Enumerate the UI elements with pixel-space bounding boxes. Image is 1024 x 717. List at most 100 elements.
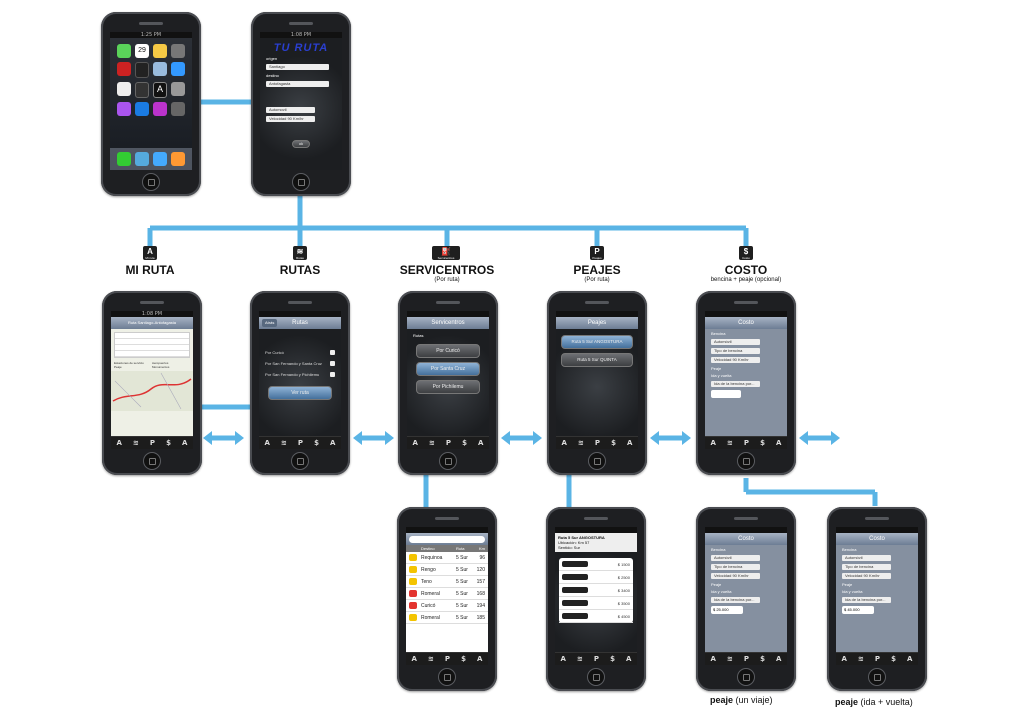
clock-icon[interactable] [117, 82, 131, 96]
tab-mi-ruta[interactable]: A [710, 655, 716, 663]
tab-more[interactable]: A [627, 439, 633, 447]
route-option-2[interactable]: Por San Fernando y Santa Cruz [259, 358, 341, 369]
tab-costo[interactable]: $ [760, 655, 765, 663]
fuel-price-select[interactable]: Ida de la bencina por... [711, 597, 760, 603]
phone-icon[interactable] [117, 152, 131, 166]
ver-ruta-button[interactable]: Ver ruta [268, 386, 332, 400]
vehicle-select[interactable]: Automóvil [711, 339, 760, 345]
tab-more[interactable]: A [776, 439, 782, 447]
tab-mi-ruta[interactable]: A [841, 655, 847, 663]
tab-more[interactable]: A [478, 439, 484, 447]
home-button[interactable] [291, 452, 309, 470]
tab-peajes[interactable]: P [445, 439, 452, 447]
tab-rutas[interactable]: ≋ [428, 439, 435, 447]
calendar-icon[interactable]: 29 [135, 44, 149, 58]
home-button[interactable] [142, 173, 160, 191]
tab-more[interactable]: A [182, 439, 188, 447]
ok-button[interactable]: ok [292, 140, 310, 148]
home-button[interactable] [292, 173, 310, 191]
youtube-icon[interactable] [117, 62, 131, 76]
fuel-price-select[interactable]: Ida de la bencina por... [711, 381, 760, 387]
tab-mi-ruta[interactable]: A [710, 439, 716, 447]
tab-rutas[interactable]: ≋ [576, 655, 583, 663]
itunes-store-icon[interactable] [153, 102, 167, 116]
camera-icon[interactable] [171, 44, 185, 58]
speed-select[interactable]: Velocidad 90 Km/hr [711, 573, 760, 579]
por-curico-button[interactable]: Por Curicó [416, 344, 480, 358]
photos-icon[interactable] [153, 44, 167, 58]
speed-select[interactable]: Velocidad 90 Km/hr [711, 357, 760, 363]
calculator-icon[interactable] [135, 82, 149, 98]
fuel-price-select[interactable]: Ida de la bencina por... [842, 597, 891, 603]
tab-rutas[interactable]: ≋ [280, 439, 287, 447]
tab-mi-ruta[interactable]: A [412, 439, 418, 447]
tab-more[interactable]: A [907, 655, 913, 663]
tab-costo[interactable]: $ [610, 655, 615, 663]
settings-icon[interactable] [171, 82, 185, 96]
tab-peajes[interactable]: P [593, 655, 600, 663]
tab-peajes[interactable]: P [149, 439, 156, 447]
tab-rutas[interactable]: ≋ [726, 439, 733, 447]
maps-icon[interactable] [153, 62, 167, 76]
tab-mi-ruta[interactable]: A [560, 655, 566, 663]
itunes-icon[interactable] [117, 102, 131, 116]
home-button[interactable] [587, 668, 605, 686]
tab-rutas[interactable]: ≋ [726, 655, 733, 663]
vehicle-select[interactable]: Automóvil [842, 555, 891, 561]
search-input[interactable] [409, 535, 485, 543]
safari-icon[interactable] [153, 152, 167, 166]
home-button[interactable] [143, 452, 161, 470]
tab-costo[interactable]: $ [461, 655, 466, 663]
home-button[interactable] [868, 668, 886, 686]
home-button[interactable] [588, 452, 606, 470]
ipod-icon[interactable] [171, 152, 185, 166]
speed-select[interactable]: Velocidad 90 Km/hr [266, 116, 315, 122]
tab-peajes[interactable]: P [444, 655, 451, 663]
quinta-button[interactable]: Ruta 5 Sur QUINTA [561, 353, 633, 367]
back-button[interactable]: Atrás [262, 319, 278, 327]
home-button[interactable] [439, 452, 457, 470]
tab-peajes[interactable]: P [594, 439, 601, 447]
home-button[interactable] [438, 668, 456, 686]
tab-peajes[interactable]: P [874, 655, 881, 663]
tab-more[interactable]: A [330, 439, 336, 447]
stocks-icon[interactable] [135, 62, 149, 78]
tab-peajes[interactable]: P [743, 439, 750, 447]
text-icon[interactable] [117, 44, 131, 58]
por-pichilemu-button[interactable]: Por Pichilemu [416, 380, 480, 394]
tab-costo[interactable]: $ [462, 439, 467, 447]
fuel-type-select[interactable]: Tipo de bencina [842, 564, 891, 570]
tab-mi-ruta[interactable]: A [561, 439, 567, 447]
tab-costo[interactable]: $ [166, 439, 171, 447]
tab-more[interactable]: A [776, 655, 782, 663]
route-option-3[interactable]: Por San Fernando y Pichilemu [259, 369, 341, 380]
fuel-type-select[interactable]: Tipo de bencina [711, 348, 760, 354]
tab-mi-ruta[interactable]: A [411, 655, 417, 663]
tab-costo[interactable]: $ [314, 439, 319, 447]
vehicle-select[interactable]: Automóvil [711, 555, 760, 561]
home-button[interactable] [737, 452, 755, 470]
tab-costo[interactable]: $ [891, 655, 896, 663]
home-button[interactable] [737, 668, 755, 686]
tu-ruta-app-icon[interactable]: A [153, 82, 167, 98]
tab-more[interactable]: A [626, 655, 632, 663]
fuel-type-select[interactable]: Tipo de bencina [711, 564, 760, 570]
radio-icon[interactable] [171, 102, 185, 116]
appstore-icon[interactable] [135, 102, 149, 116]
tab-mi-ruta[interactable]: A [116, 439, 122, 447]
tab-mi-ruta[interactable]: A [264, 439, 270, 447]
tab-rutas[interactable]: ≋ [132, 439, 139, 447]
tab-rutas[interactable]: ≋ [427, 655, 434, 663]
tab-costo[interactable]: $ [611, 439, 616, 447]
tab-rutas[interactable]: ≋ [857, 655, 864, 663]
destination-input[interactable]: Antofagasta [266, 81, 329, 87]
route-option-1[interactable]: Por Curicó [259, 347, 341, 358]
por-santa-cruz-button[interactable]: Por Santa Cruz [416, 362, 480, 376]
angostura-button[interactable]: Ruta 5 Sur ANGOSTURA [561, 335, 633, 349]
speed-select[interactable]: Velocidad 90 Km/hr [842, 573, 891, 579]
weather-icon[interactable] [171, 62, 185, 76]
